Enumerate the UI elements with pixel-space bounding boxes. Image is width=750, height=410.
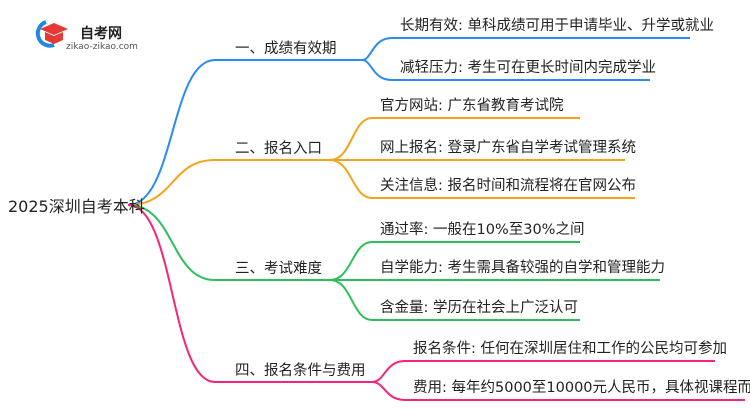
leaf-label[interactable]: 官方网站: 广东省教育考试院 <box>380 98 564 114</box>
leaf-connector <box>329 279 580 321</box>
branch-label[interactable]: 一、成绩有效期 <box>235 41 337 57</box>
branch-connector <box>127 159 330 206</box>
leaf-label[interactable]: 通过率: 一般在10%至30%之间 <box>380 222 585 238</box>
leaf-label[interactable]: 费用: 每年约5000至10000元人民币，具体视课程而定 <box>413 380 750 396</box>
logo-url: zikao-zikao.com <box>66 42 138 52</box>
leaf-connector <box>361 59 650 81</box>
logo-icon <box>32 18 72 52</box>
branch-label[interactable]: 三、考试难度 <box>235 261 322 277</box>
leaf-label[interactable]: 自学能力: 考生需具备较强的自学和管理能力 <box>380 260 665 276</box>
leaf-label[interactable]: 关注信息: 报名时间和流程将在官网公布 <box>380 178 636 194</box>
branch-label[interactable]: 二、报名入口 <box>235 141 322 157</box>
root-node[interactable]: 2025深圳自考本科 <box>8 197 145 216</box>
branch-connector <box>127 204 372 383</box>
leaf-label[interactable]: 含金量: 学历在社会上广泛认可 <box>380 300 578 316</box>
leaf-connector <box>371 381 745 401</box>
leaf-connector <box>329 117 580 161</box>
branch-connector <box>127 204 330 281</box>
leaf-connector <box>361 37 690 61</box>
leaf-label[interactable]: 减轻压力: 考生可在更长时间内完成学业 <box>400 60 656 76</box>
logo-name: 自考网 <box>80 26 122 42</box>
leaf-connector <box>371 360 715 383</box>
branch-connector <box>127 59 362 206</box>
leaf-label[interactable]: 网上报名: 登录广东省自学考试管理系统 <box>380 140 636 156</box>
leaf-label[interactable]: 报名条件: 任何在深圳居住和工作的公民均可参加 <box>413 341 727 357</box>
leaf-connector <box>329 159 635 199</box>
branch-label[interactable]: 四、报名条件与费用 <box>235 363 366 379</box>
leaf-label[interactable]: 长期有效: 单科成绩可用于申请毕业、升学或就业 <box>400 18 714 34</box>
leaf-connector <box>329 241 580 281</box>
